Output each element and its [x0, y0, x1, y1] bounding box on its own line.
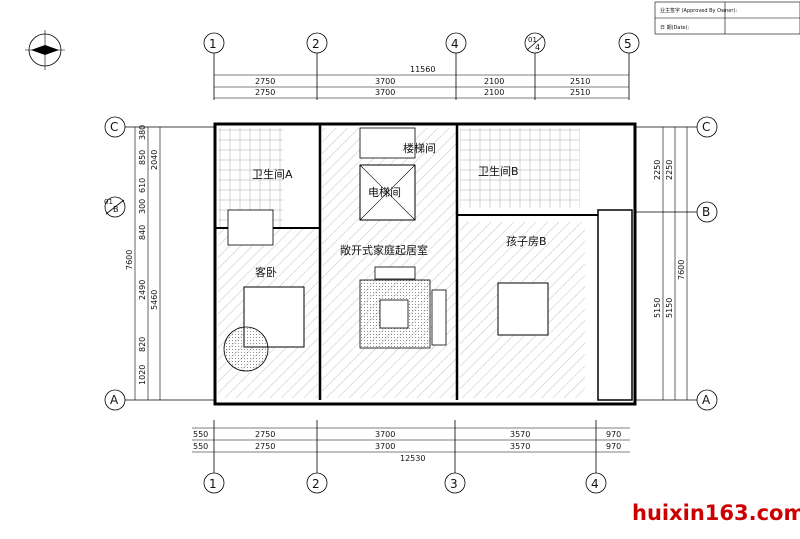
dim-top-r1-3: 2510 — [570, 77, 590, 86]
dim-bot-r1-3: 3570 — [510, 430, 530, 439]
dim-bot-r2-2: 3700 — [375, 442, 395, 451]
dim-bot-total: 12530 — [400, 454, 425, 463]
grid-bot-4: 4 — [591, 477, 599, 491]
room-elevator: 电梯间 — [368, 186, 401, 199]
dim-left-total: 7600 — [125, 250, 134, 270]
dim-right-2: 5150 — [653, 298, 662, 318]
dim-right-0: 2250 — [653, 160, 662, 180]
dim-left-1: 850 — [138, 150, 147, 165]
dim-bot-r2-1: 2750 — [255, 442, 275, 451]
grid-right-b: B — [702, 205, 710, 219]
dim-left-2: 2040 — [150, 150, 159, 170]
dim-top-r1-1: 3700 — [375, 77, 395, 86]
grid-top-01b: 4 — [535, 43, 540, 52]
dim-top-r2-2: 2100 — [484, 88, 504, 97]
north-arrow-icon — [25, 30, 65, 70]
grid-bot-2: 2 — [312, 477, 320, 491]
dim-bot-r1-0: 550 — [193, 430, 208, 439]
dim-left-6: 2490 — [138, 280, 147, 300]
dim-top-r1-2: 2100 — [484, 77, 504, 86]
date-label: 日 期(Date): — [660, 25, 689, 31]
grid-bot-3: 3 — [450, 477, 458, 491]
dim-bot-r2-4: 970 — [606, 442, 621, 451]
room-stair: 楼梯间 — [403, 141, 436, 155]
dim-right-3: 5150 — [665, 298, 674, 318]
dim-bot-r2-3: 3570 — [510, 442, 530, 451]
dim-top-r2-3: 2510 — [570, 88, 590, 97]
dim-bot-r1-4: 970 — [606, 430, 621, 439]
grid-top-2: 2 — [312, 37, 320, 51]
dim-right-total: 7600 — [677, 260, 686, 280]
dim-left-3: 610 — [138, 178, 147, 193]
approved-label: 业主签字 (Approved By Owner): — [660, 7, 737, 14]
dim-bot-r1-1: 2750 — [255, 430, 275, 439]
dim-left-7: 5460 — [150, 290, 159, 310]
dim-left-9: 1020 — [138, 365, 147, 385]
dim-top-r1-0: 2750 — [255, 77, 275, 86]
watermark: huixin163.com — [632, 501, 800, 525]
grid-top-5: 5 — [624, 37, 632, 51]
room-family: 敞开式家庭起居室 — [340, 243, 428, 257]
dim-top-r2-1: 3700 — [375, 88, 395, 97]
dim-bot-r2-0: 550 — [193, 442, 208, 451]
grid-top-1: 1 — [209, 37, 217, 51]
room-guest: 客卧 — [255, 265, 277, 279]
dim-bot-r1-2: 3700 — [375, 430, 395, 439]
grid-top-01: 01 — [528, 36, 537, 44]
dim-right-1: 2250 — [665, 160, 674, 180]
grid-top-4: 4 — [451, 37, 459, 51]
room-bath-a: 卫生间A — [252, 167, 293, 181]
dim-left-0: 380 — [138, 125, 147, 140]
grid-left-01: 01 — [104, 198, 113, 206]
grid-right-a: A — [702, 393, 711, 407]
dim-left-8: 820 — [138, 337, 147, 352]
room-bath-b: 卫生间B — [478, 164, 519, 178]
dim-left-5: 840 — [138, 225, 147, 240]
grid-right-c: C — [702, 120, 710, 134]
dim-top-total: 11560 — [410, 65, 435, 74]
approval-box: 业主签字 (Approved By Owner): 日 期(Date): — [654, 1, 800, 35]
grid-bot-1: 1 — [209, 477, 217, 491]
building — [213, 122, 637, 406]
grid-left-b: B — [113, 205, 119, 214]
room-kids: 孩子房B — [506, 235, 547, 248]
grid-left-c: C — [110, 120, 118, 134]
dim-top-r2-0: 2750 — [255, 88, 275, 97]
dim-left-4: 300 — [138, 199, 147, 214]
grid-left-a: A — [110, 393, 119, 407]
